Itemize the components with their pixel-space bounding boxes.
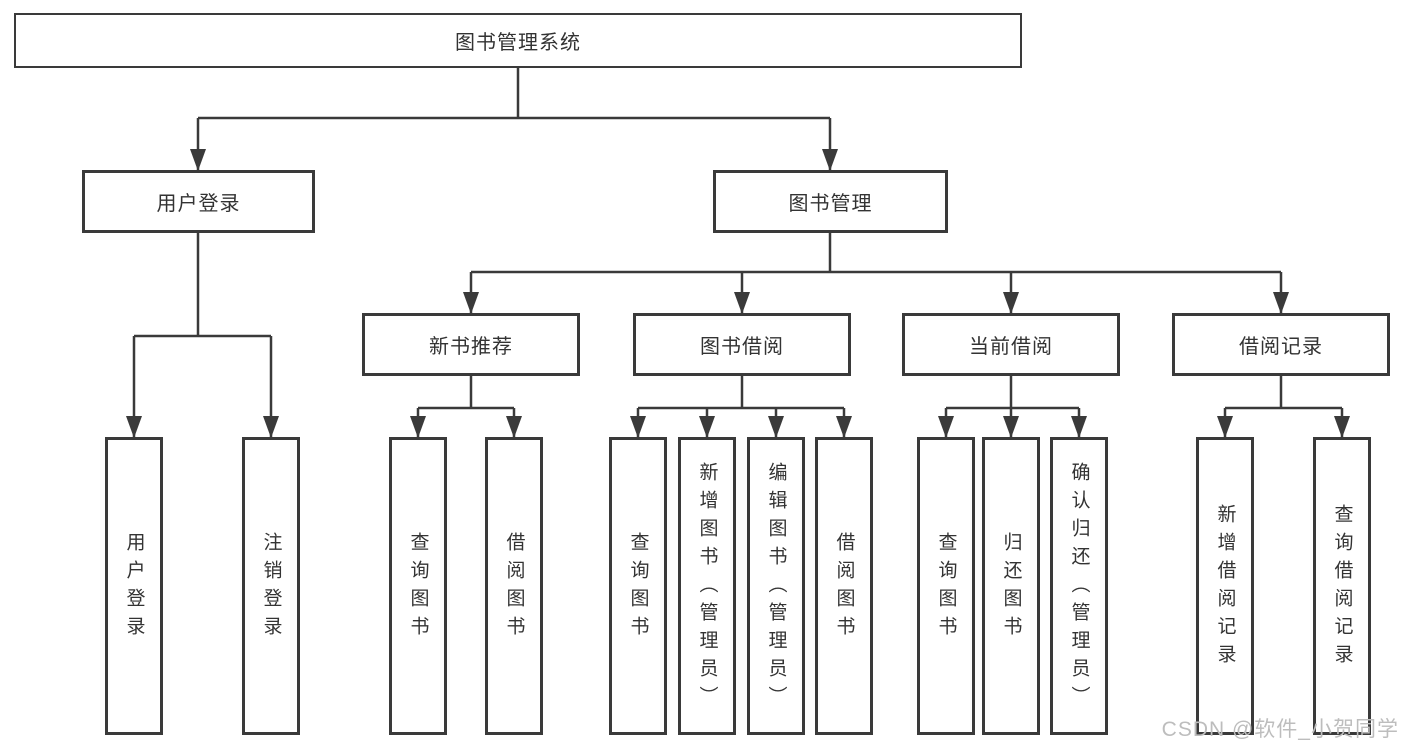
leaf-cb-query-book: 查询图书: [917, 437, 975, 735]
node-new-book-recommend: 新书推荐: [362, 313, 580, 376]
leaf-bb-edit-book-admin: 编辑图书（管理员）: [747, 437, 805, 735]
leaf-bb-add-book-admin: 新增图书（管理员）: [678, 437, 736, 735]
node-borrowing-records: 借阅记录: [1172, 313, 1390, 376]
leaf-nb-query-book: 查询图书: [389, 437, 447, 735]
leaf-nb-borrow-book: 借阅图书: [485, 437, 543, 735]
node-library-management-system: 图书管理系统: [14, 13, 1022, 68]
node-book-management: 图书管理: [713, 170, 948, 233]
connector-trunks: [134, 68, 1342, 410]
leaf-user-login: 用户登录: [105, 437, 163, 735]
leaf-bb-query-book: 查询图书: [609, 437, 667, 735]
leaf-cb-return-book: 归还图书: [982, 437, 1040, 735]
csdn-watermark: CSDN @软件_小贺同学: [1161, 718, 1399, 741]
node-user-login-branch: 用户登录: [82, 170, 315, 233]
node-current-borrowing: 当前借阅: [902, 313, 1120, 376]
leaf-br-query-record: 查询借阅记录: [1313, 437, 1371, 735]
leaf-br-add-record: 新增借阅记录: [1196, 437, 1254, 735]
leaf-cb-confirm-return-admin: 确认归还（管理员）: [1050, 437, 1108, 735]
leaf-logout: 注销登录: [242, 437, 300, 735]
leaf-bb-borrow-book: 借阅图书: [815, 437, 873, 735]
node-book-borrowing: 图书借阅: [633, 313, 851, 376]
